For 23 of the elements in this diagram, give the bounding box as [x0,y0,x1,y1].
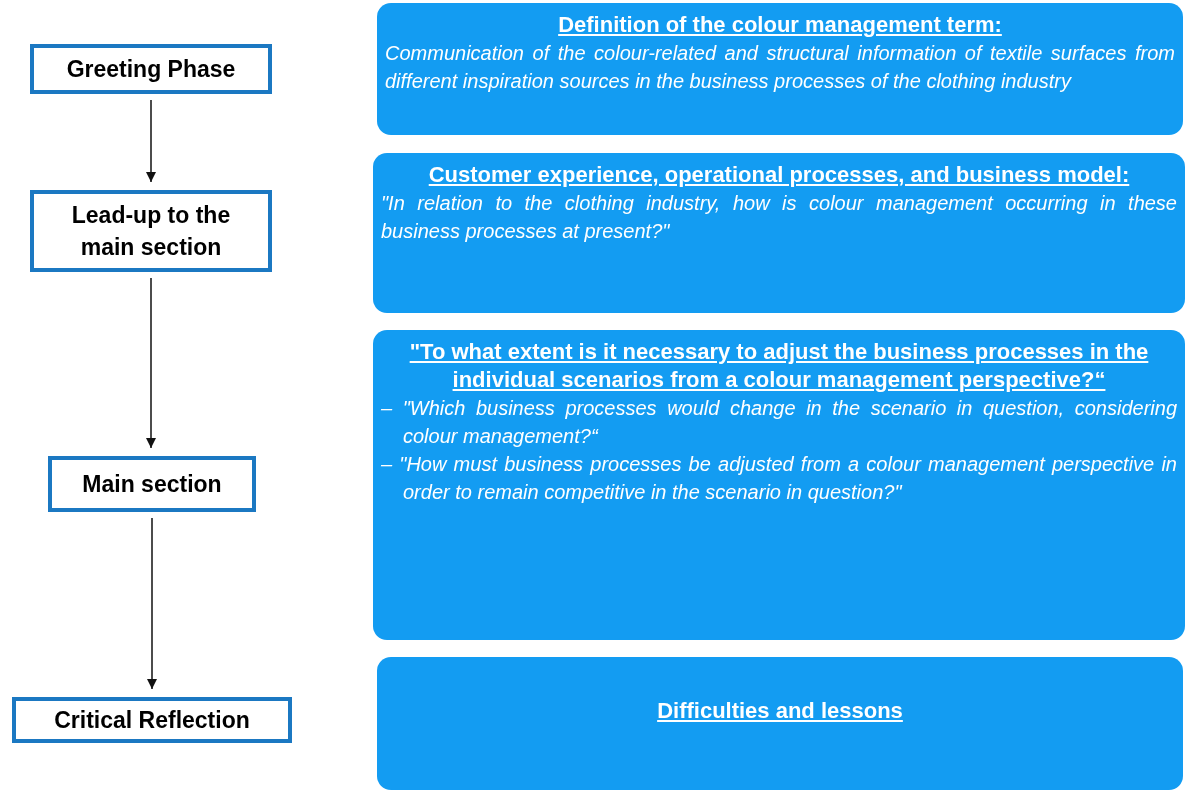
card-heading: Difficulties and lessons [657,697,903,725]
card-heading: Customer experience, operational processes, and business model: [428,161,1130,189]
phase-label: Lead-up to the main section [70,201,232,262]
question-bullet: – "Which business processes would change in the scenario in question, considering colour management?“ [381,396,1177,449]
arrow [146,517,158,690]
arrow [145,99,157,183]
phase-label: Main section [82,470,222,499]
phase-box [48,456,256,512]
phase-label: Greeting Phase [66,55,236,84]
phase-box [30,44,272,94]
card-heading: "To what extent is it necessary to adjust the business processes in the individual scenarios from a colour management perspective?“ [409,338,1149,394]
arrow [145,277,157,449]
topic-card [373,153,1185,313]
topic-card [373,330,1185,640]
card-heading: Definition of the colour management term: [558,11,1002,39]
card-body-text: Communication of the colour-related and structural information of textile surfaces from different inspiration sources in the business processes of the clothing industry [385,41,1175,94]
topic-card [377,657,1183,790]
phase-box [30,190,272,272]
phase-box [12,697,292,743]
phase-label: Critical Reflection [54,706,250,735]
card-body-text: "In relation to the clothing industry, how is colour management occurring in these business processes at present?" [381,191,1177,244]
question-bullet: – "How must business processes be adjusted from a colour management perspective in order to remain competitive in the scenario in question?" [381,452,1177,505]
topic-card [377,3,1183,135]
